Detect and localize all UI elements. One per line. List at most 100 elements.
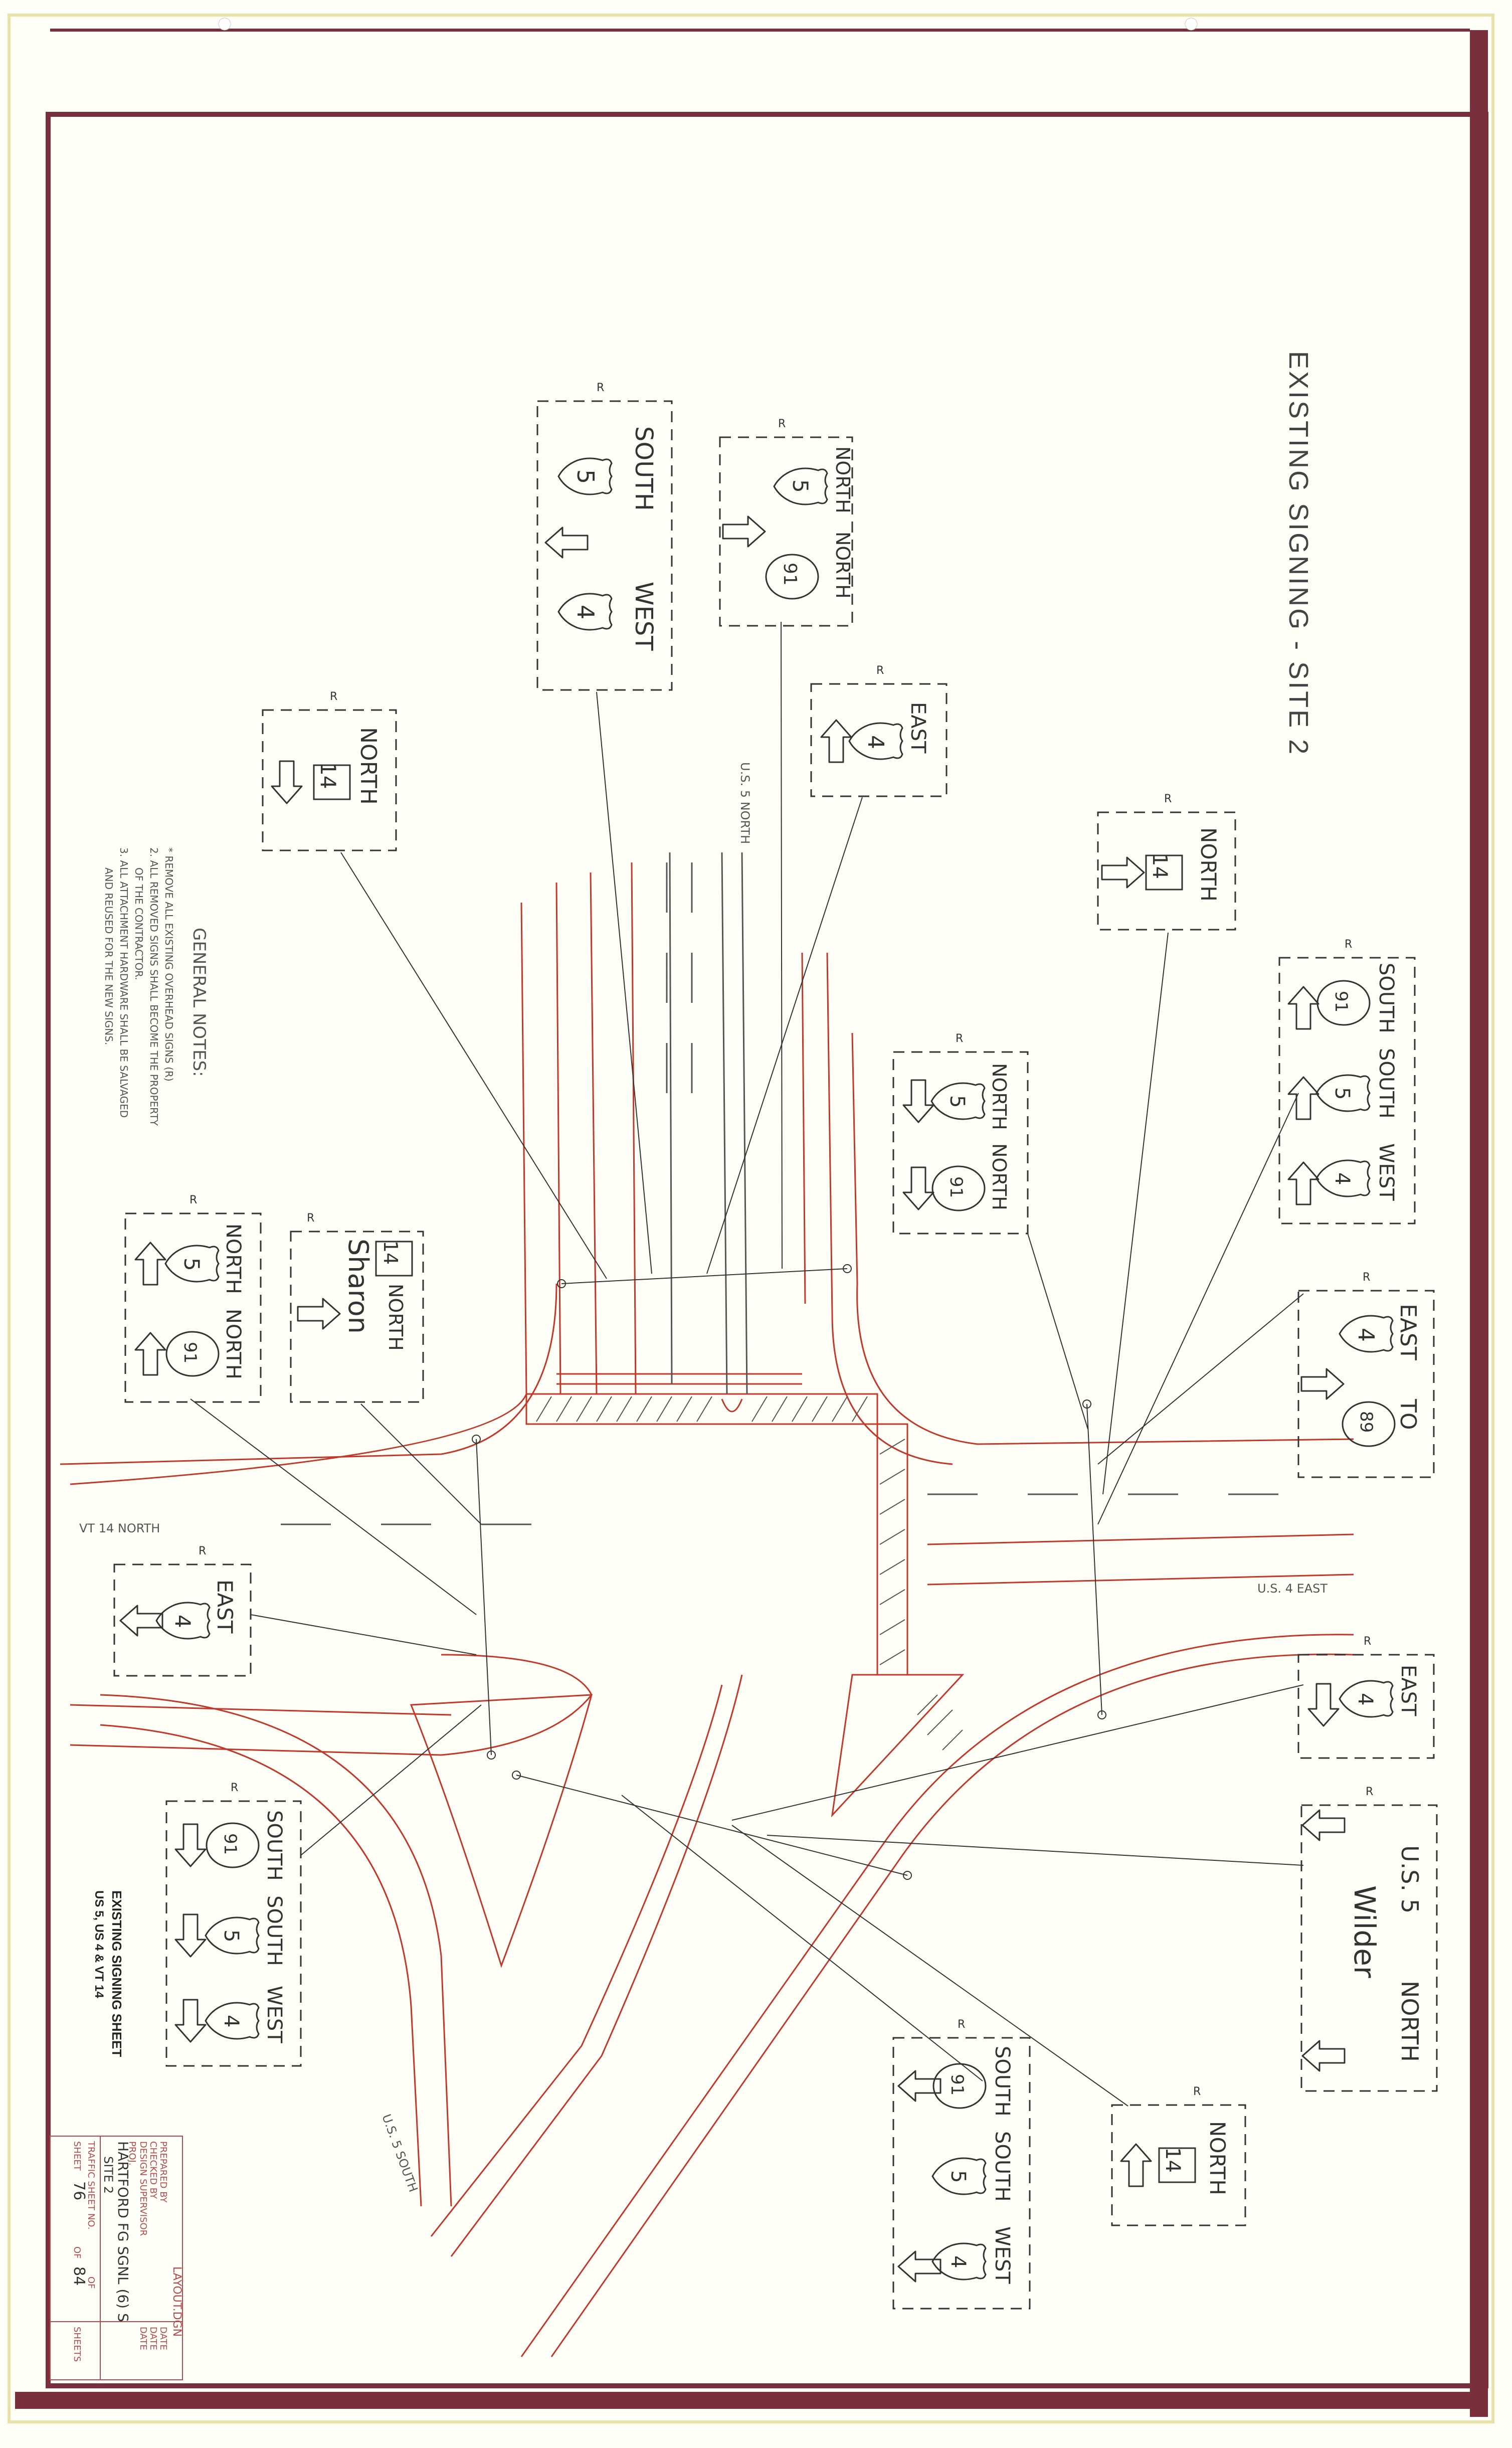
svg-text:WEST: WEST	[1375, 1143, 1398, 1201]
svg-text:NORTH: NORTH	[988, 1063, 1010, 1130]
sign-south-south-west-bottom: R SOUTH SOUTH WEST 91 5 4	[892, 2018, 1031, 2310]
general-note-1: * REMOVE ALL EXISTING OVERHEAD SIGNS (R)	[163, 847, 175, 1082]
svg-text:4: 4	[572, 605, 599, 619]
arrow-up-icon	[1120, 2143, 1152, 2187]
sign-us5-north-wilder: R U.S. 5 NORTH Wilder	[1300, 1786, 1438, 2092]
general-notes-heading: GENERAL NOTES:	[189, 928, 209, 1077]
sign-north-north-5-91: R NORTH NORTH 5 91	[719, 418, 854, 627]
svg-text:4: 4	[1331, 1172, 1354, 1185]
general-note-3: OF THE CONTRACTOR.	[133, 867, 145, 980]
svg-text:CHECKED BY: CHECKED BY	[148, 2141, 158, 2199]
sign-south-south-west-right: R SOUTH SOUTH WEST 91 5 4	[1278, 938, 1416, 1225]
sign-south-south-west-left: R SOUTH SOUTH WEST 91 5 4	[165, 1782, 302, 2067]
svg-text:TRAFFIC SHEET NO.: TRAFFIC SHEET NO.	[86, 2141, 96, 2229]
svg-text:4: 4	[1354, 1693, 1377, 1705]
svg-text:SOUTH: SOUTH	[991, 2131, 1014, 2202]
sign-north-north-mid: R NORTH NORTH 5 91	[892, 1032, 1029, 1235]
arrow-right-icon	[1101, 856, 1145, 889]
svg-text:14: 14	[316, 762, 340, 789]
svg-text:NORTH: NORTH	[385, 1284, 407, 1351]
sign-east-4-right: R EAST 4	[1297, 1635, 1435, 1759]
svg-text:Sharon: Sharon	[342, 1239, 374, 1334]
svg-text:4: 4	[863, 735, 888, 749]
svg-text:R: R	[307, 1212, 314, 1225]
arrow-up-icon	[820, 719, 852, 763]
general-note-4: 3. ALL ATTACHMENT HARDWARE SHALL BE SALV…	[118, 847, 130, 1118]
sign-vt14-north-sharon: R 14 NORTH Sharon	[290, 1212, 424, 1403]
general-notes: GENERAL NOTES: * REMOVE ALL EXISTING OVE…	[103, 847, 209, 1126]
sign-east-to-4-89: R EAST TO 4 89	[1297, 1271, 1435, 1478]
hatched-islands	[536, 1396, 963, 1751]
arrow-right-icon	[1300, 1368, 1345, 1400]
title-block-sheet-number: 76	[70, 2181, 88, 2200]
arrow-left-icon	[1301, 1809, 1346, 1841]
svg-text:R: R	[190, 1194, 197, 1206]
title-block-project-name: HARTFORD FG SGNL (6) S	[115, 2141, 131, 2322]
svg-text:DATE: DATE	[148, 2327, 158, 2350]
svg-text:NORTH: NORTH	[1396, 1981, 1423, 2062]
svg-text:4: 4	[220, 2015, 243, 2027]
arrow-right-icon	[297, 1298, 341, 1330]
svg-text:5: 5	[1331, 1087, 1354, 1100]
svg-text:PROJ.: PROJ.	[127, 2141, 137, 2166]
svg-text:OF: OF	[72, 2246, 82, 2259]
svg-text:NORTH: NORTH	[832, 446, 854, 513]
leader-lines	[190, 621, 1304, 2107]
road-labels: U.S. 5 NORTH VT 14 NORTH U.S. 4 EAST U.S…	[79, 762, 1328, 2194]
svg-text:R: R	[199, 1545, 206, 1557]
arrow-up-icon	[1287, 1161, 1319, 1205]
lane-lines	[281, 852, 1278, 1525]
arrow-down-icon	[271, 760, 303, 804]
sheet-border	[8, 14, 1494, 2423]
arrow-up-icon	[1287, 986, 1319, 1030]
road-label-vt14-north: VT 14 NORTH	[79, 1521, 160, 1535]
sign-east-4-top: R EAST 4	[810, 664, 948, 797]
svg-text:SOUTH: SOUTH	[263, 1895, 286, 1966]
title-block-total-sheets: 84	[70, 2266, 88, 2286]
arrow-up-icon	[1287, 1076, 1319, 1120]
svg-text:5: 5	[947, 2170, 970, 2183]
arrow-up-icon	[134, 1242, 166, 1286]
svg-text:SOUTH: SOUTH	[263, 1810, 286, 1881]
svg-text:EAST: EAST	[1397, 1665, 1420, 1716]
svg-text:4: 4	[1353, 1328, 1379, 1342]
svg-text:NORTH: NORTH	[1196, 827, 1221, 902]
svg-text:14: 14	[1161, 2147, 1184, 2173]
svg-text:R: R	[778, 418, 786, 430]
general-note-2: 2. ALL REMOVED SIGNS SHALL BECOME THE PR…	[148, 847, 160, 1126]
svg-text:R: R	[597, 382, 604, 394]
svg-text:NORTH: NORTH	[355, 727, 381, 805]
svg-text:5: 5	[946, 1095, 969, 1108]
svg-text:5: 5	[179, 1258, 204, 1271]
svg-text:5: 5	[572, 469, 599, 484]
road-label-us5-south: U.S. 5 SOUTH	[379, 2112, 420, 2194]
arrow-up-icon	[134, 1332, 166, 1376]
arrow-down-icon	[174, 1999, 207, 2043]
svg-text:WEST: WEST	[263, 1986, 286, 2043]
sheet-label-line2: US 5, US 4 & VT 14	[92, 1890, 106, 1998]
sign-south-west-5-4: R SOUTH WEST 5 4	[536, 382, 673, 691]
sheet-label-line1: EXISTING SIGNING SHEET	[109, 1890, 124, 2057]
svg-text:SOUTH: SOUTH	[1375, 963, 1398, 1033]
svg-text:SOUTH: SOUTH	[991, 2046, 1014, 2117]
svg-text:NORTH: NORTH	[832, 532, 854, 599]
arrow-left-icon	[897, 2250, 941, 2283]
arrow-left-icon	[544, 527, 589, 559]
svg-text:91: 91	[947, 2074, 967, 2095]
svg-text:DATE: DATE	[138, 2327, 148, 2350]
svg-text:SHEET: SHEET	[72, 2141, 82, 2171]
svg-text:EAST: EAST	[1395, 1304, 1421, 1360]
svg-text:R: R	[1193, 2085, 1201, 2098]
sign-vt14-north-bottom: R NORTH 14	[1111, 2085, 1246, 2226]
svg-text:4: 4	[170, 1615, 195, 1628]
svg-text:R: R	[876, 664, 884, 677]
svg-text:R: R	[1164, 793, 1172, 805]
svg-text:OF: OF	[86, 2277, 96, 2289]
svg-text:NORTH: NORTH	[1205, 2121, 1230, 2195]
arrow-down-icon	[902, 1166, 934, 1210]
road-geometry	[60, 862, 1354, 2357]
arrow-down-icon	[1307, 1683, 1340, 1727]
svg-text:R: R	[231, 1782, 238, 1794]
